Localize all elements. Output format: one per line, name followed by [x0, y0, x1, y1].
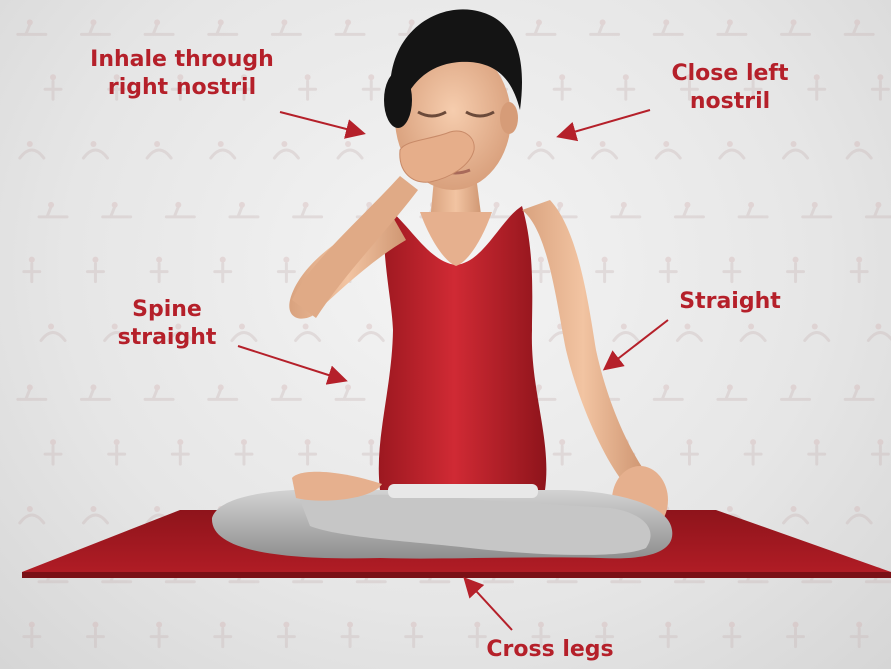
hair-side — [384, 72, 412, 128]
label-straight-arm: Straight — [660, 288, 800, 316]
left-ear — [500, 102, 518, 134]
label-spine-straight: Spine straight — [92, 296, 242, 352]
yoga-mat-edge — [22, 572, 891, 578]
waistband — [388, 484, 538, 498]
label-inhale-right-nostril: Inhale through right nostril — [62, 46, 302, 102]
label-close-left-nostril: Close left nostril — [640, 60, 820, 116]
label-cross-legs: Cross legs — [470, 636, 630, 664]
